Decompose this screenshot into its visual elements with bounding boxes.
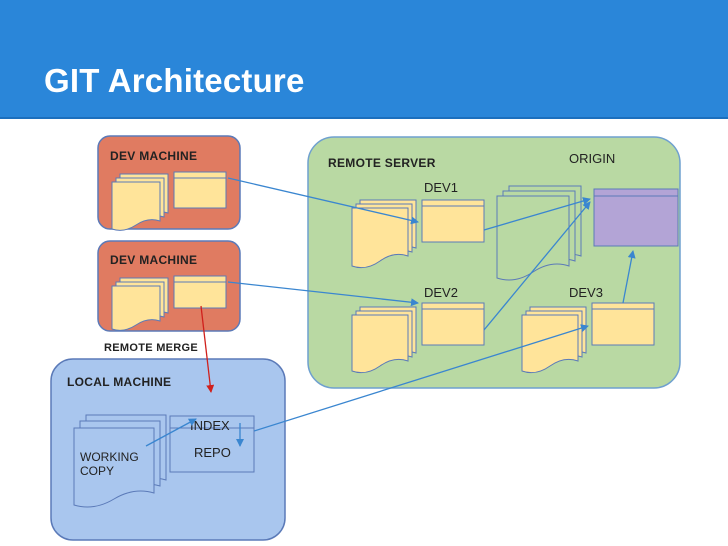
- arrow-dev1-to-origin: [483, 197, 591, 231]
- connection-arrows: [145, 177, 636, 447]
- dev1-files: [351, 199, 485, 269]
- arrow-dev3-to-origin: [622, 250, 636, 304]
- arrow-local-repo-to-dev3: [253, 324, 589, 432]
- slide-title: GIT Architecture: [44, 62, 305, 99]
- arrow-dev2-to-origin: [483, 201, 591, 331]
- dev-machine-1-label: DEV MACHINE: [110, 149, 197, 163]
- dev3-files: [521, 302, 655, 374]
- index-label: INDEX: [190, 418, 230, 433]
- working-copy-label-line1: WORKING: [80, 450, 139, 464]
- arrow-dev-machine-2-to-dev2: [227, 281, 419, 307]
- working-copy-label-line2: COPY: [80, 464, 114, 478]
- repo-label: REPO: [194, 445, 231, 460]
- dev-machine-1-files: [111, 171, 227, 231]
- slide-header: GIT Architecture: [0, 0, 728, 119]
- arrow-remote-merge: [200, 305, 215, 393]
- remote-server-label: REMOTE SERVER: [328, 156, 436, 170]
- local-working-copy-files: [73, 414, 167, 508]
- dev-machine-2-files: [111, 275, 227, 331]
- local-machine-label: LOCAL MACHINE: [67, 375, 171, 389]
- origin-label: ORIGIN: [569, 151, 615, 166]
- dev2-files: [351, 302, 485, 374]
- arrow-dev-machine-1-to-dev1: [227, 177, 419, 225]
- dev-machine-2-label: DEV MACHINE: [110, 253, 197, 267]
- dev2-label: DEV2: [424, 285, 458, 300]
- origin-repo: [593, 188, 679, 247]
- origin-files: [496, 185, 679, 281]
- dev1-label: DEV1: [424, 180, 458, 195]
- arrow-working-copy-to-index: [145, 418, 197, 447]
- dev3-label: DEV3: [569, 285, 603, 300]
- remote-merge-label: REMOTE MERGE: [104, 342, 198, 354]
